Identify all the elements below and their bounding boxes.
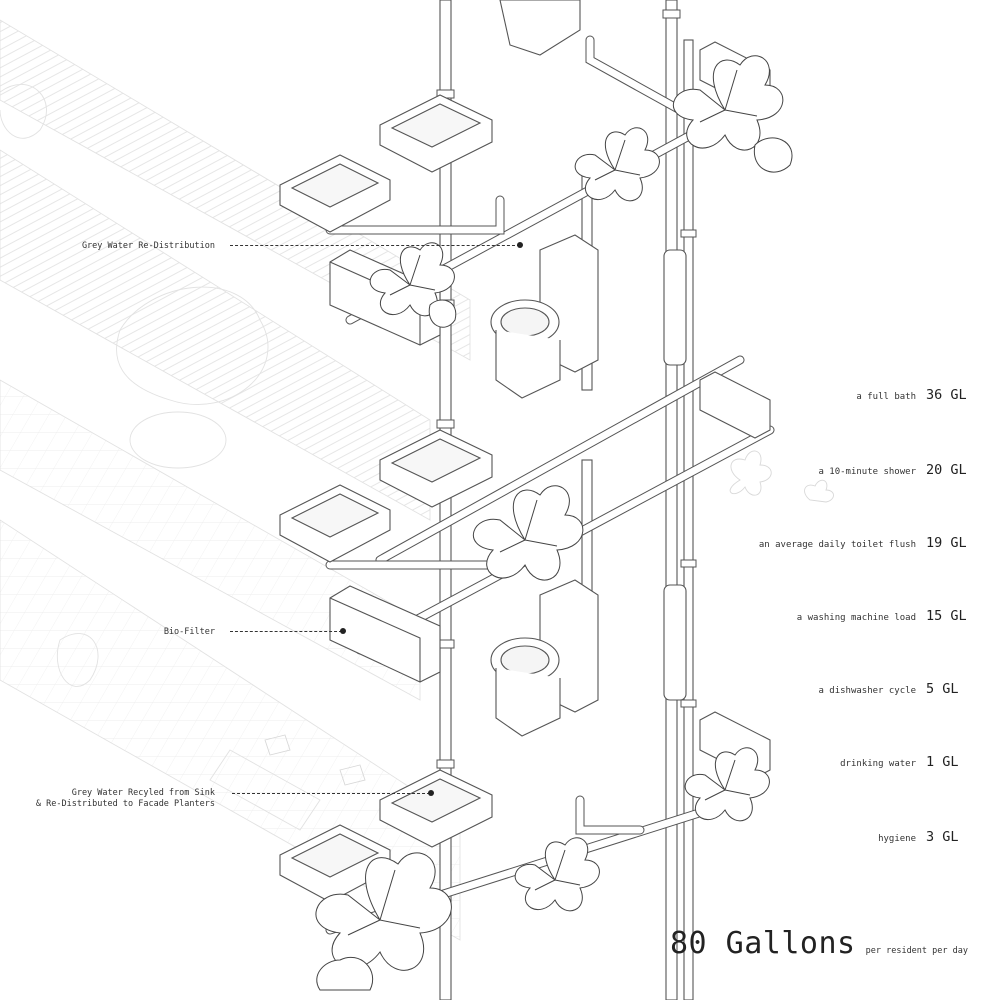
callout-label: Grey Water Re-Distribution bbox=[81, 241, 215, 251]
usage-item: a dishwasher cycle 5 GL bbox=[818, 681, 968, 697]
plant-cluster-3 bbox=[672, 55, 793, 173]
usage-item: a full bath 36 GL bbox=[856, 387, 968, 403]
plant-cluster-6 bbox=[514, 837, 600, 912]
sink-middle-2 bbox=[379, 429, 493, 508]
usage-item: drinking water 1 GL bbox=[840, 754, 968, 770]
side-tanks bbox=[663, 249, 687, 701]
sink-upper-2 bbox=[379, 94, 493, 173]
usage-desc: a washing machine load bbox=[796, 613, 916, 623]
callout-label: Grey Water Recyled from Sink & Re-Distri… bbox=[35, 788, 215, 809]
usage-item: a washing machine load 15 GL bbox=[797, 608, 968, 624]
plant-cluster-4 bbox=[472, 485, 584, 581]
sink-upper-1 bbox=[279, 154, 391, 233]
callout-leader-line bbox=[232, 793, 430, 794]
callout-dot bbox=[340, 628, 346, 634]
usage-desc: drinking water bbox=[840, 759, 916, 769]
floor-planters-faint bbox=[264, 450, 834, 786]
plant-cluster-7 bbox=[315, 852, 452, 991]
callout-dot bbox=[428, 790, 434, 796]
usage-desc: hygiene bbox=[878, 834, 916, 844]
toilet-top bbox=[499, 0, 581, 56]
usage-value: 20 GL bbox=[926, 462, 967, 478]
usage-desc: a full bath bbox=[856, 392, 916, 402]
usage-item: hygiene 3 GL bbox=[878, 829, 968, 845]
usage-value: 36 GL bbox=[926, 387, 967, 403]
usage-desc: an average daily toilet flush bbox=[758, 540, 916, 550]
total-gallons: 80 Gallons per resident per day bbox=[670, 926, 968, 961]
usage-desc: a 10-minute shower bbox=[818, 467, 916, 477]
usage-value: 3 GL bbox=[926, 829, 959, 845]
usage-item: an average daily toilet flush 19 GL bbox=[759, 535, 968, 551]
usage-value: 19 GL bbox=[926, 535, 967, 551]
usage-value: 5 GL bbox=[926, 681, 959, 697]
toilet-upper bbox=[490, 234, 599, 399]
plant-cluster-5 bbox=[684, 747, 770, 822]
plant-cluster-2 bbox=[574, 127, 660, 202]
toilet-lower bbox=[490, 579, 599, 737]
sink-lower-1 bbox=[279, 824, 391, 903]
callout-leader-line bbox=[230, 631, 342, 632]
callout-label: Bio-Filter bbox=[163, 627, 215, 637]
plant-cluster-1 bbox=[369, 242, 457, 328]
usage-desc: a dishwasher cycle bbox=[818, 686, 916, 696]
toilets bbox=[490, 0, 599, 737]
total-amount: 80 Gallons bbox=[670, 926, 856, 961]
total-unit-note: per resident per day bbox=[865, 946, 968, 956]
usage-value: 1 GL bbox=[926, 754, 959, 770]
sink-lower-2 bbox=[379, 769, 493, 848]
usage-value: 15 GL bbox=[926, 608, 967, 624]
usage-item: a 10-minute shower 20 GL bbox=[818, 462, 968, 478]
sink-middle-1 bbox=[279, 484, 391, 563]
plants bbox=[315, 55, 793, 991]
callout-dot bbox=[517, 242, 523, 248]
callout-leader-line bbox=[230, 245, 520, 246]
sinks bbox=[279, 94, 493, 903]
